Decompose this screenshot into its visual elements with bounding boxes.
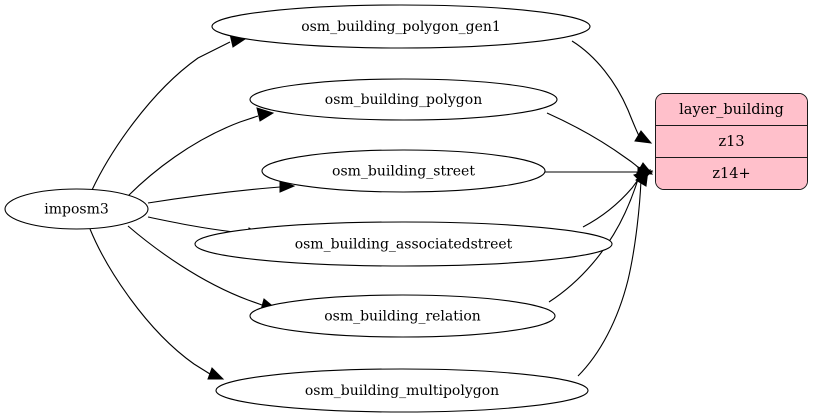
edge-imposm3-to-osm_building_street — [147, 180, 296, 204]
node-osm_building_polygon_gen1[interactable]: osm_building_polygon_gen1 — [211, 4, 591, 49]
node-label-osm_building_polygon_gen1: osm_building_polygon_gen1 — [301, 19, 501, 35]
node-label-imposm3: imposm3 — [44, 202, 109, 218]
edge-osm_building_multipolygon-to-z14 — [577, 168, 649, 377]
node-label-osm_building_street: osm_building_street — [332, 164, 475, 180]
edge-imposm3-to-osm_building_polygon — [127, 107, 275, 197]
node-label-osm_building_associatedstreet: osm_building_associatedstreet — [295, 237, 513, 253]
edge-osm_building_polygon_gen1-to-z13 — [571, 40, 653, 144]
node-osm_building_associatedstreet[interactable]: osm_building_associatedstreet — [194, 221, 613, 267]
edge-imposm3-to-osm_building_polygon_gen1 — [91, 33, 247, 191]
layer-building-row-z13[interactable]: z13 — [656, 125, 807, 157]
edge-group-tables-to-layer — [545, 40, 654, 377]
node-label-osm_building_multipolygon: osm_building_multipolygon — [305, 383, 499, 399]
node-label-osm_building_polygon: osm_building_polygon — [325, 92, 482, 108]
layer-building-row-z14[interactable]: z14+ — [656, 157, 807, 189]
node-imposm3[interactable]: imposm3 — [4, 188, 149, 230]
node-osm_building_street[interactable]: osm_building_street — [261, 149, 546, 193]
edge-osm_building_polygon-to-z14 — [546, 112, 654, 175]
node-osm_building_relation[interactable]: osm_building_relation — [249, 294, 556, 338]
node-osm_building_polygon[interactable]: osm_building_polygon — [249, 78, 558, 121]
node-layer_building[interactable]: layer_building z13 z14+ — [655, 93, 808, 190]
node-label-osm_building_relation: osm_building_relation — [324, 309, 481, 325]
edge-imposm3-to-osm_building_multipolygon — [89, 228, 225, 380]
layer-building-row-name[interactable]: layer_building — [656, 94, 807, 125]
node-osm_building_multipolygon[interactable]: osm_building_multipolygon — [215, 368, 589, 413]
